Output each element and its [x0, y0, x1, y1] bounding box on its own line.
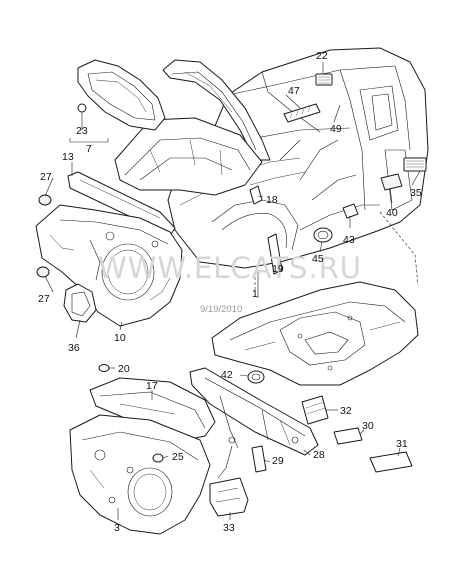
part-18-bracket [249, 185, 263, 205]
callout-36: 36 [68, 342, 80, 354]
part-36-ring-seal [63, 283, 97, 323]
date-stamp: 9/19/2010 [200, 304, 242, 315]
part-43-clip [342, 203, 359, 219]
part-17-cowl-panel [89, 377, 216, 441]
callout-35: 35 [410, 187, 422, 199]
part-33-pad [209, 477, 249, 517]
callout-19: 19 [272, 263, 284, 275]
callout-27-lower: 27 [38, 293, 50, 305]
part-20-clip [98, 364, 110, 372]
callout-30: 30 [362, 420, 374, 432]
callout-29: 29 [272, 455, 284, 467]
part-22-pad [315, 73, 333, 86]
leader-lines [44, 62, 421, 520]
part-7-cover-frame [77, 59, 166, 131]
part-3-lower-insulation [69, 414, 211, 535]
callout-17: 17 [146, 380, 158, 392]
part-13-strip [67, 171, 176, 237]
callout-40: 40 [386, 207, 398, 219]
part-45-grommet [313, 227, 333, 243]
callout-31: 31 [396, 438, 408, 450]
callout-1: 1 [252, 288, 258, 300]
callout-7: 7 [86, 143, 92, 155]
part-42-grommet [247, 370, 265, 384]
part-28-cross-member [189, 367, 319, 456]
callout-45: 45 [312, 253, 324, 265]
callout-25: 25 [172, 451, 184, 463]
callout-10: 10 [114, 332, 126, 344]
callout-42: 42 [221, 369, 233, 381]
part-29-bracket [251, 445, 267, 473]
callout-20: 20 [118, 363, 130, 375]
callout-28: 28 [313, 449, 325, 461]
callout-47: 47 [288, 85, 300, 97]
part-25-grommet [152, 453, 164, 463]
part-27-grommet-lower [36, 266, 50, 278]
part-27-grommet-upper [38, 194, 52, 206]
callout-27-upper: 27 [40, 171, 52, 183]
callout-13: 13 [62, 151, 74, 163]
part-30-pad [333, 427, 363, 445]
part-31-pad [369, 451, 413, 473]
part-23-clip [77, 103, 87, 120]
part-1-floor-carpet [211, 281, 419, 386]
callout-32: 32 [340, 405, 352, 417]
callout-3: 3 [114, 522, 120, 534]
part-40-block [380, 173, 403, 191]
callout-23: 23 [76, 125, 88, 137]
part-19-strip [267, 233, 283, 275]
hood [162, 59, 271, 161]
callout-33: 33 [223, 522, 235, 534]
callout-49: 49 [330, 123, 342, 135]
part-10-firewall-insulation [35, 204, 183, 327]
callout-43: 43 [343, 234, 355, 246]
callout-18: 18 [266, 194, 278, 206]
watermark-text: WWW.ELCATS.RU [98, 251, 362, 285]
callout-22: 22 [316, 50, 328, 62]
part-35-pad [403, 157, 427, 172]
front-structure [114, 117, 263, 196]
part-47-strip [283, 103, 321, 123]
part-32-pad [301, 395, 329, 425]
callout-labels: 22 47 49 23 7 13 27 18 1 19 45 43 40 35 … [38, 50, 422, 534]
